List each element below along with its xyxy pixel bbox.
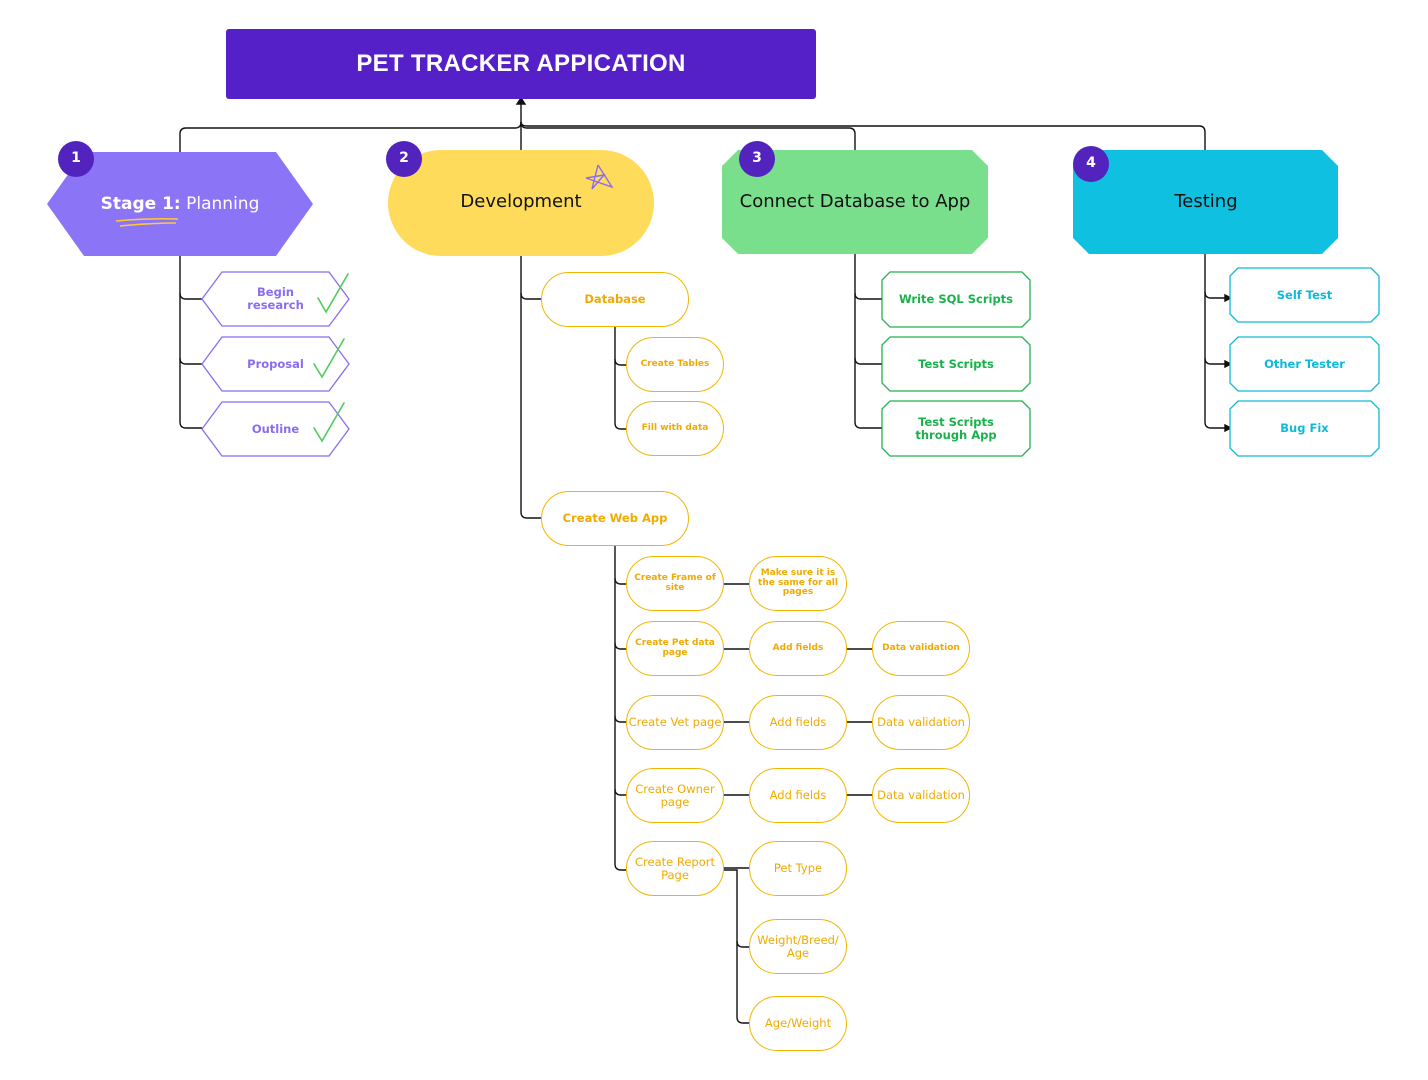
dev-report-pet-type: Pet Type xyxy=(749,841,847,896)
dev-pet-add-fields: Add fields xyxy=(749,621,847,676)
oct-test-through-app xyxy=(881,400,1031,457)
dev-create-pet-page: Create Pet data page xyxy=(626,621,724,676)
planning-connectors xyxy=(179,256,202,429)
stage3-header: Connect Database to App xyxy=(739,191,971,213)
testing-shapes xyxy=(1229,267,1380,457)
hex-outline xyxy=(201,401,350,457)
stage1-bold: Stage 1: xyxy=(100,193,181,214)
dev-vet-data-validation: Data validation xyxy=(872,695,970,750)
hex-proposal xyxy=(201,336,350,392)
connect-shapes xyxy=(881,271,1031,457)
stage1-underline xyxy=(115,218,179,227)
oct-write-sql xyxy=(881,271,1031,328)
checkmarks xyxy=(313,273,349,443)
dev-pet-data-validation: Data validation xyxy=(872,621,970,676)
stage1-number-badge: 1 xyxy=(58,141,94,177)
dev-create-report-page: Create Report Page xyxy=(626,841,724,896)
stage3-octagon xyxy=(722,150,988,254)
oct-self-test xyxy=(1229,267,1380,323)
planning-shapes xyxy=(201,271,350,457)
hex-begin-research xyxy=(201,271,350,327)
connect-connectors xyxy=(854,254,882,429)
dev-create-frame: Create Frame of site xyxy=(626,556,724,611)
stage4-octagon xyxy=(1073,150,1338,254)
dev-owner-add-fields: Add fields xyxy=(749,768,847,823)
dev-report-age-weight: Age/Weight xyxy=(749,996,847,1051)
dev-database: Database xyxy=(541,272,689,327)
connect-write-sql: Write SQL Scripts xyxy=(898,292,1014,307)
star-doodle xyxy=(585,164,614,190)
dev-create-owner-page: Create Owner page xyxy=(626,768,724,823)
stage2-header: Development xyxy=(460,191,582,213)
page-title: PET TRACKER APPICATION xyxy=(226,29,816,99)
testing-other-tester: Other Tester xyxy=(1264,356,1345,371)
stage2-number-badge: 2 xyxy=(386,141,422,177)
dev-create-vet-page: Create Vet page xyxy=(626,695,724,750)
testing-self-test: Self Test xyxy=(1276,287,1333,302)
stage1-label: Planning xyxy=(186,193,260,214)
dev-frame-note: Make sure it is the same for all pages xyxy=(749,556,847,611)
stage3-number-badge: 3 xyxy=(739,141,775,177)
dev-report-weight-breed-age: Weight/Breed/ Age xyxy=(749,919,847,974)
dev-vet-add-fields: Add fields xyxy=(749,695,847,750)
stage1-header: Stage 1: Planning xyxy=(84,186,276,222)
oct-bug-fix xyxy=(1229,400,1380,457)
planning-begin-research: Begin research xyxy=(247,285,304,312)
stage1-hexagon xyxy=(47,152,313,256)
connect-test-scripts: Test Scripts xyxy=(918,356,994,371)
connect-test-through-app: Test Scripts through App xyxy=(915,414,997,442)
stage2-pill xyxy=(388,150,654,256)
development-connectors xyxy=(520,256,872,1024)
stage4-number-badge: 4 xyxy=(1073,146,1109,182)
testing-bug-fix: Bug Fix xyxy=(1280,421,1329,436)
oct-other-tester xyxy=(1229,336,1380,392)
dev-create-tables: Create Tables xyxy=(626,337,724,392)
dev-owner-data-validation: Data validation xyxy=(872,768,970,823)
planning-proposal: Proposal xyxy=(247,356,304,371)
title-connectors xyxy=(179,96,1206,152)
dev-create-web-app: Create Web App xyxy=(541,491,689,546)
oct-test-scripts xyxy=(881,336,1031,392)
check-icon xyxy=(317,273,349,314)
testing-connectors xyxy=(1204,254,1233,433)
check-icon xyxy=(313,402,345,443)
check-icon xyxy=(313,338,345,379)
planning-outline: Outline xyxy=(251,421,300,436)
dev-fill-data: Fill with data xyxy=(626,401,724,456)
stage4-header: Testing xyxy=(1174,191,1238,213)
